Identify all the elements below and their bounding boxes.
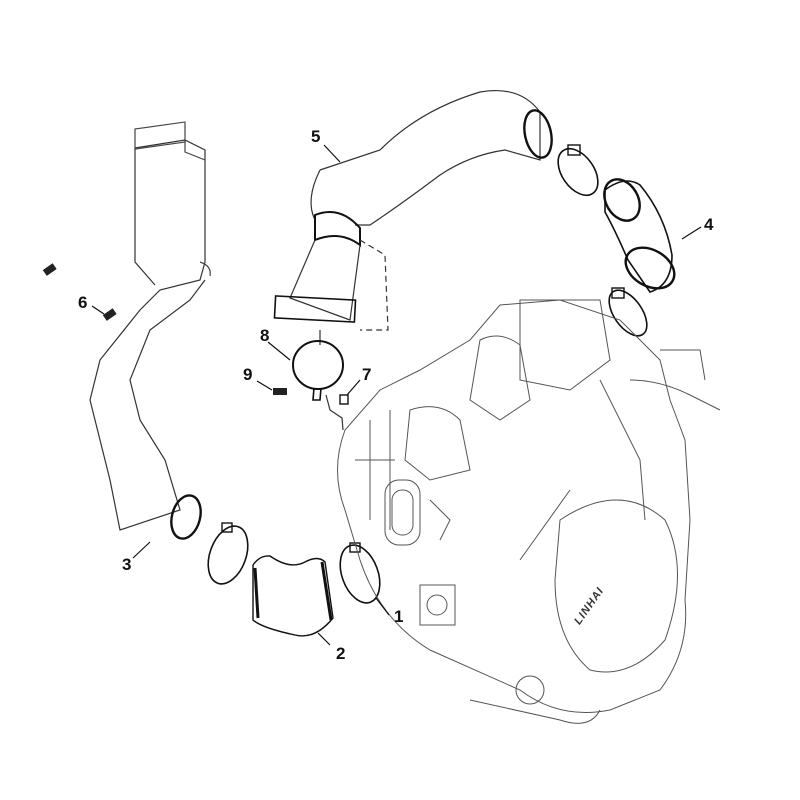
callout-9: 9 [243, 365, 253, 384]
callout-5: 5 [311, 127, 321, 146]
part-4-upper-elbow [557, 144, 676, 337]
callout-8: 8 [260, 326, 270, 345]
callout-3: 3 [122, 555, 132, 574]
part-7-nut [339, 394, 349, 405]
engine-block [337, 299, 721, 724]
callout-2: 2 [336, 644, 346, 663]
callout-7: 7 [362, 365, 372, 384]
callout-1: 1 [394, 607, 404, 626]
callout-6: 6 [78, 293, 88, 312]
callout-4: 4 [704, 215, 714, 234]
leader-lines [91, 144, 702, 646]
part-6-bolts [42, 263, 117, 321]
part-5-upper-duct [273, 89, 553, 345]
part-8-clamp-band [292, 340, 344, 401]
part-2-rubber-elbow [252, 555, 334, 637]
bracket [325, 394, 344, 431]
part-1-hose-clamp [207, 522, 381, 604]
part-9-bolt [273, 388, 287, 395]
part-3-lower-duct [89, 121, 211, 540]
